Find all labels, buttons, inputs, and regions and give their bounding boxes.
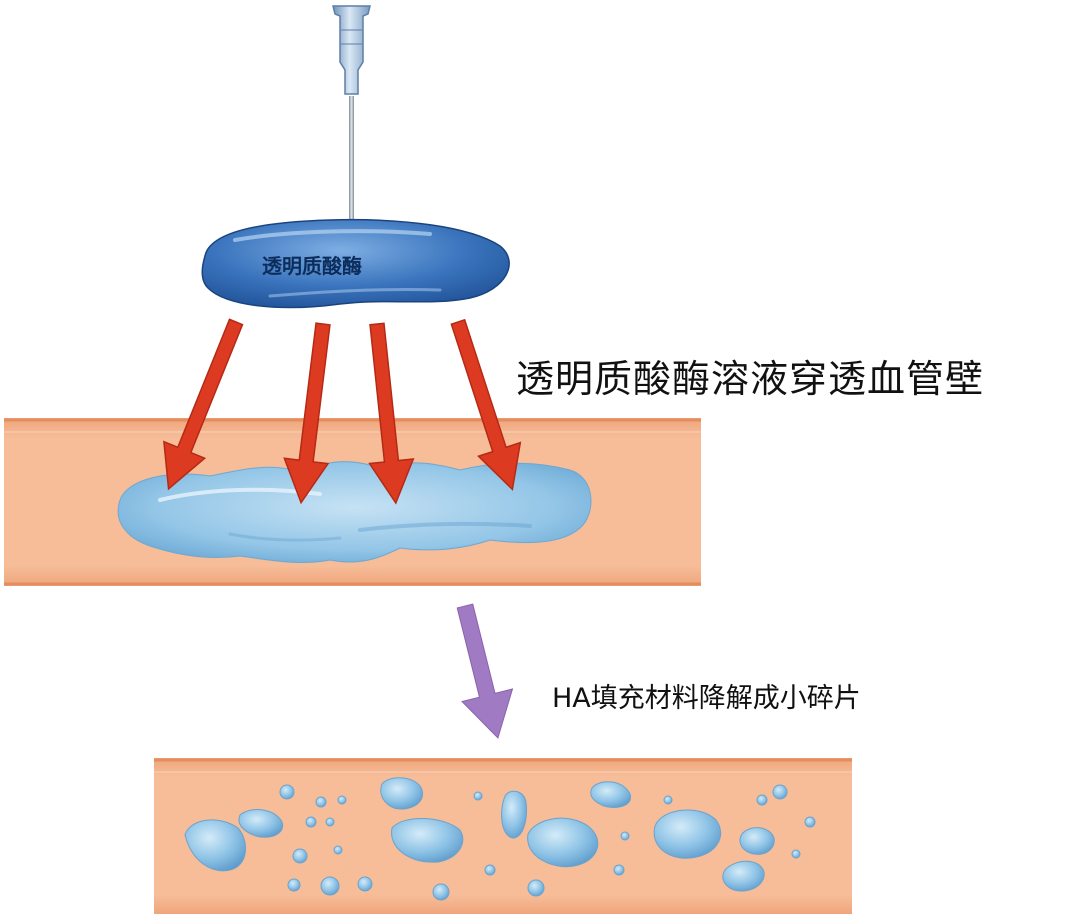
- fragment: [305, 816, 317, 828]
- fragment: [791, 849, 801, 859]
- fragment: [473, 791, 483, 801]
- ha-filler-mass: [117, 461, 592, 564]
- fragment: [620, 831, 630, 841]
- enzyme-blob: [201, 218, 510, 309]
- fragment: [315, 796, 327, 808]
- fragment: [722, 860, 765, 892]
- ha-fragments: [184, 777, 816, 901]
- fragment: [590, 781, 632, 808]
- syringe-needle-icon: [332, 5, 371, 226]
- fragment: [333, 845, 343, 855]
- fragment: [653, 809, 722, 859]
- fragment: [292, 848, 308, 864]
- fragment: [320, 876, 340, 896]
- fragment: [337, 795, 347, 805]
- fragment: [772, 784, 788, 800]
- arrow-down-icon: [456, 603, 514, 739]
- arrow-down-icon: [450, 318, 522, 491]
- fragment: [527, 817, 599, 868]
- fragment: [484, 864, 496, 876]
- step2-caption: HA填充材料降解成小碎片: [552, 683, 861, 714]
- fragment: [501, 790, 527, 839]
- fragment: [325, 817, 335, 827]
- fragment: [432, 883, 450, 901]
- fragment: [279, 784, 295, 800]
- fragment: [527, 879, 545, 897]
- penetration-arrows: [163, 318, 522, 505]
- fragment: [613, 864, 625, 876]
- fragment: [804, 816, 816, 828]
- arrow-down-icon: [283, 322, 331, 505]
- fragment: [380, 777, 424, 810]
- arrow-down-icon: [163, 318, 244, 491]
- fragment: [663, 795, 673, 805]
- fragment: [756, 794, 768, 806]
- needle-shaft: [349, 96, 354, 226]
- step1-caption: 透明质酸酶溶液穿透血管壁: [516, 357, 985, 401]
- fragment: [391, 817, 464, 863]
- fragment: [739, 827, 775, 855]
- fragment: [357, 876, 373, 892]
- arrow-down-icon: [368, 322, 415, 505]
- enzyme-label: 透明质酸酶: [262, 254, 362, 278]
- fragment: [238, 809, 284, 838]
- needle-hub: [332, 5, 371, 95]
- fragment: [184, 819, 246, 872]
- fragment: [287, 878, 301, 892]
